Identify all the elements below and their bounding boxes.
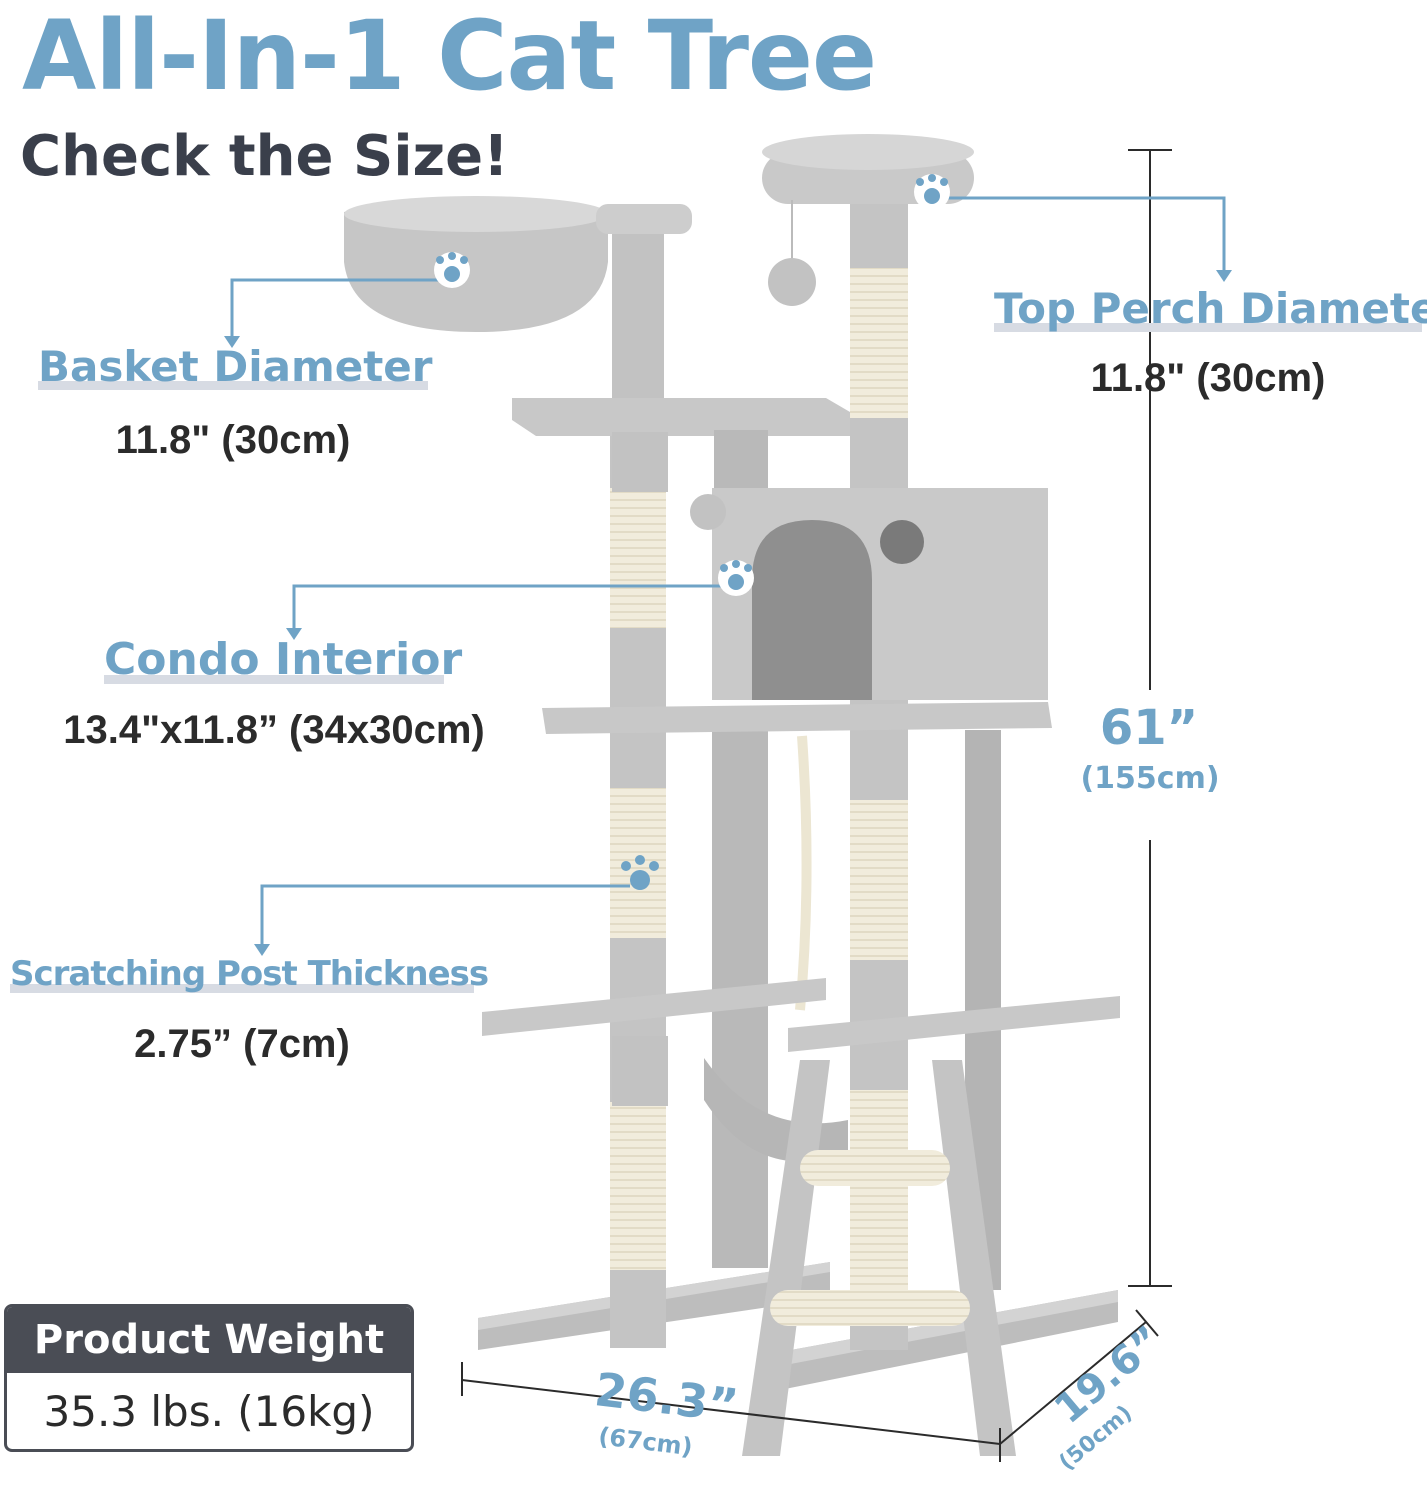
- top-perch-diameter-title: Top Perch Diameter: [994, 284, 1427, 333]
- condo-interior-value: 13.4"x11.8” (34x30cm): [63, 708, 485, 752]
- callout-leaders: [230, 196, 1226, 946]
- depth-dimension-line: [999, 1309, 1159, 1445]
- paw-icon: [718, 560, 754, 596]
- basket-diameter-value: 11.8" (30cm): [115, 418, 351, 462]
- product-weight-label: Product Weight: [7, 1307, 411, 1373]
- scratching-post-thickness-title: Scratching Post Thickness: [10, 954, 489, 994]
- headline: All-In-1 Cat Tree: [22, 0, 877, 112]
- top-perch: [762, 134, 974, 306]
- height-dimension-cm: (155cm): [1080, 761, 1220, 796]
- paw-icon: [621, 855, 659, 890]
- subheadline: Check the Size!: [20, 124, 509, 189]
- top-perch-diameter-value: 11.8" (30cm): [1090, 356, 1326, 400]
- left-scratching-post: [610, 398, 666, 1348]
- product-weight-box: Product Weight 35.3 lbs. (16kg): [4, 1304, 414, 1452]
- scratching-post-thickness-value: 2.75” (7cm): [134, 1022, 350, 1066]
- condo: [690, 488, 1048, 700]
- basket: [344, 196, 692, 332]
- paw-icon: [914, 174, 950, 210]
- product-weight-value: 35.3 lbs. (16kg): [43, 1386, 375, 1436]
- height-dimension-inches: 61”: [1099, 700, 1199, 756]
- height-dimension-line: [1128, 149, 1172, 1287]
- paw-icon: [434, 252, 470, 288]
- condo-interior-title: Condo Interior: [104, 634, 463, 685]
- basket-diameter-title: Basket Diameter: [38, 342, 433, 391]
- width-dimension-line: [461, 1362, 1001, 1462]
- ladder: [742, 1060, 1016, 1456]
